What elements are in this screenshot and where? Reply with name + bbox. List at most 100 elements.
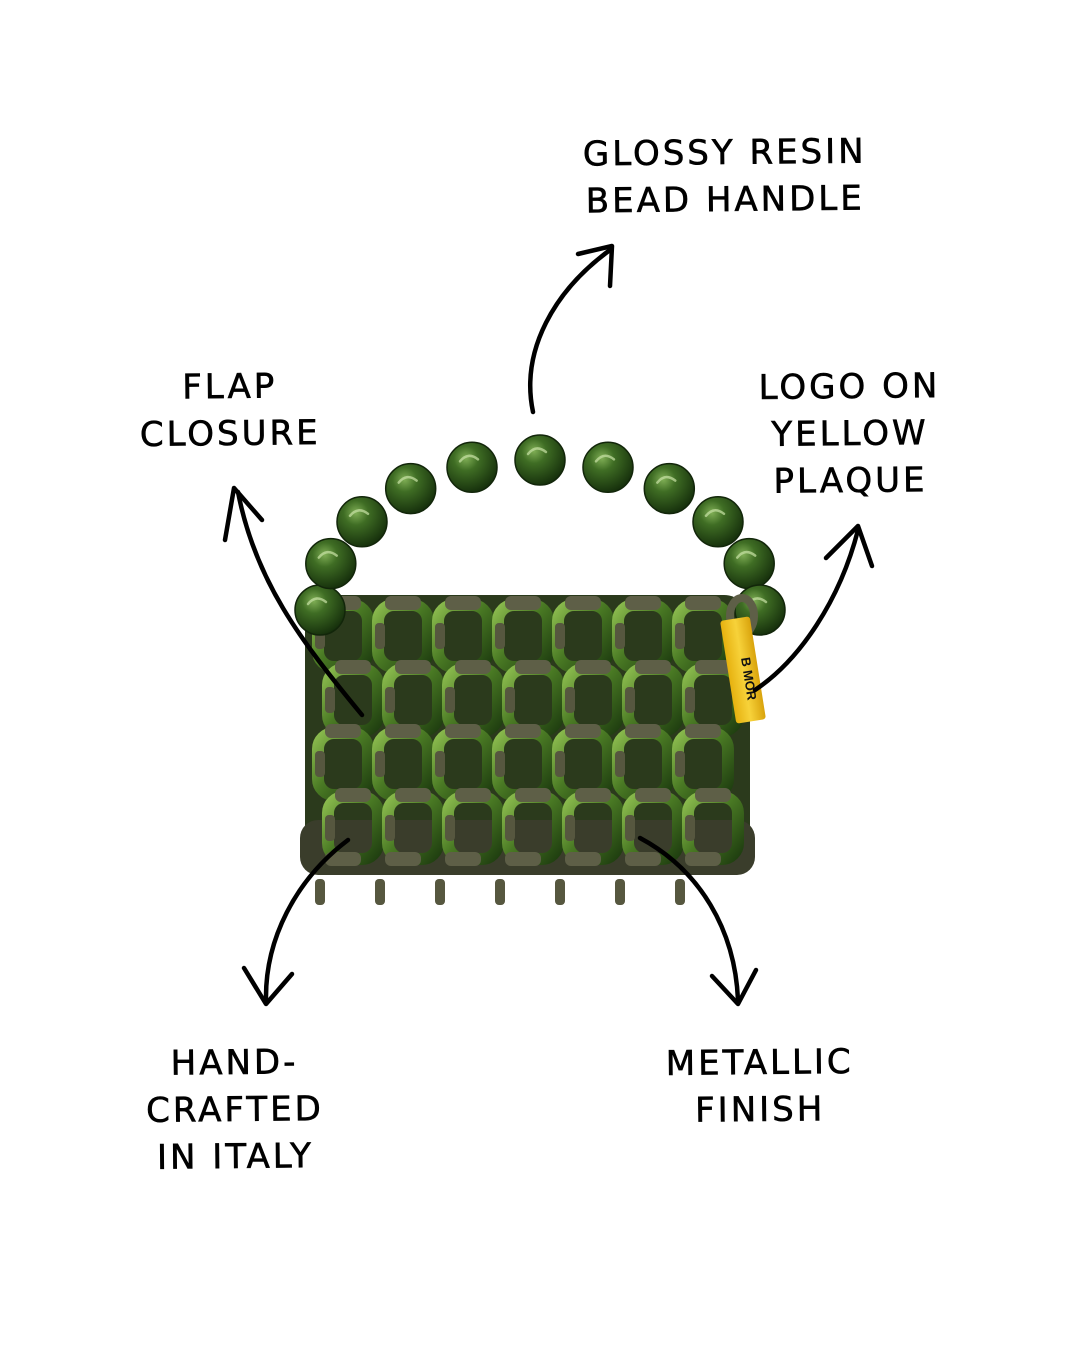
bead-highlight (348, 509, 370, 518)
spacer-post (435, 879, 445, 905)
resin-bead (723, 537, 775, 590)
spacer-ring (385, 852, 421, 866)
resin-bead (336, 496, 388, 548)
label-metallic-finish: Metallic Finish (620, 1039, 901, 1136)
label-logo-on-yellow-plaque: Logo On Yellow Plaque (719, 363, 980, 507)
spacer-post (385, 687, 395, 713)
spacer-post (565, 687, 575, 713)
spacer-ring (395, 660, 431, 674)
spacer-ring (325, 852, 361, 866)
resin-bead (384, 462, 437, 515)
label-handcrafted-in-italy: Hand- Crafted In Italy (94, 1039, 375, 1183)
arrow-to-flap (235, 489, 365, 718)
spacer-ring (695, 660, 731, 674)
resin-bead (305, 537, 357, 590)
spacer-ring (505, 852, 541, 866)
resin-bead (582, 441, 634, 494)
arrowhead-flap (222, 485, 265, 543)
bead-highlight (458, 454, 480, 463)
bead-highlight (735, 550, 757, 559)
spacer-ring (395, 788, 431, 802)
spacer-ring (445, 852, 481, 866)
spacer-ring (335, 660, 371, 674)
label-line: Glossy Resin (582, 131, 867, 175)
spacer-post (435, 623, 445, 649)
spacer-post (375, 879, 385, 905)
label-line: Yellow (771, 413, 929, 455)
spacer-ring (625, 596, 661, 610)
bead-highlight (306, 597, 328, 606)
spacer-post (495, 879, 505, 905)
spacer-post (315, 879, 325, 905)
spacer-ring (625, 724, 661, 738)
spacer-post (555, 751, 565, 777)
spacer-post (555, 879, 565, 905)
bead-highlight (704, 509, 726, 518)
spacer-post (505, 815, 515, 841)
spacer-ring (505, 724, 541, 738)
spacer-ring (515, 660, 551, 674)
label-line: Finish (694, 1089, 826, 1131)
label-line: Logo On (758, 366, 941, 408)
spacer-post (385, 815, 395, 841)
spacer-ring (685, 852, 721, 866)
spacer-ring (455, 660, 491, 674)
resin-bead (446, 441, 498, 494)
resin-bead (692, 496, 744, 548)
spacer-post (625, 815, 635, 841)
spacer-ring (335, 788, 371, 802)
label-line: Closure (139, 413, 321, 455)
label-line: Bead Handle (585, 178, 865, 222)
spacer-ring (635, 660, 671, 674)
label-glossy-resin-bead-handle: Glossy Resin Bead Handle (520, 128, 931, 226)
label-line: In Italy (156, 1136, 315, 1178)
spacer-post (445, 687, 455, 713)
spacer-post (445, 815, 455, 841)
arrowhead-finish (709, 967, 759, 1007)
spacer-ring (505, 596, 541, 610)
resin-bead (643, 462, 696, 515)
label-line: Crafted (145, 1089, 325, 1131)
spacer-ring (455, 788, 491, 802)
arrowhead-handle (575, 243, 615, 289)
arrowhead-italy (241, 965, 295, 1007)
spacer-ring (565, 724, 601, 738)
spacer-ring (575, 660, 611, 674)
spacer-post (625, 687, 635, 713)
arrow-to-logo (752, 527, 861, 693)
spacer-ring (695, 788, 731, 802)
arrow-to-handle (528, 247, 613, 415)
spacer-post (505, 687, 515, 713)
bead-highlight (317, 550, 339, 559)
bead-highlight (526, 447, 548, 456)
bead-highlight (397, 475, 418, 484)
bead-highlight (656, 475, 677, 484)
spacer-post (375, 751, 385, 777)
spacer-post (495, 751, 505, 777)
spacer-ring (625, 852, 661, 866)
label-flap-closure: Flap Closure (90, 363, 371, 460)
label-line: Hand- (170, 1042, 299, 1084)
resin-bead (514, 434, 566, 486)
spacer-post (325, 687, 335, 713)
spacer-post (685, 687, 695, 713)
spacer-ring (445, 596, 481, 610)
spacer-ring (385, 596, 421, 610)
callout-arrows (222, 243, 875, 1007)
bag-body (300, 595, 755, 905)
spacer-ring (325, 724, 361, 738)
spacer-post (495, 623, 505, 649)
label-line: Metallic (665, 1042, 854, 1085)
resin-bead (294, 584, 346, 636)
spacer-ring (445, 724, 481, 738)
bead-highlight (594, 454, 616, 463)
spacer-post (375, 623, 385, 649)
spacer-post (615, 751, 625, 777)
spacer-post (565, 815, 575, 841)
spacer-post (555, 623, 565, 649)
label-line: Flap (182, 366, 278, 408)
arrow-to-italy (263, 837, 351, 1003)
spacer-ring (515, 788, 551, 802)
chain-link-grid (312, 596, 744, 905)
